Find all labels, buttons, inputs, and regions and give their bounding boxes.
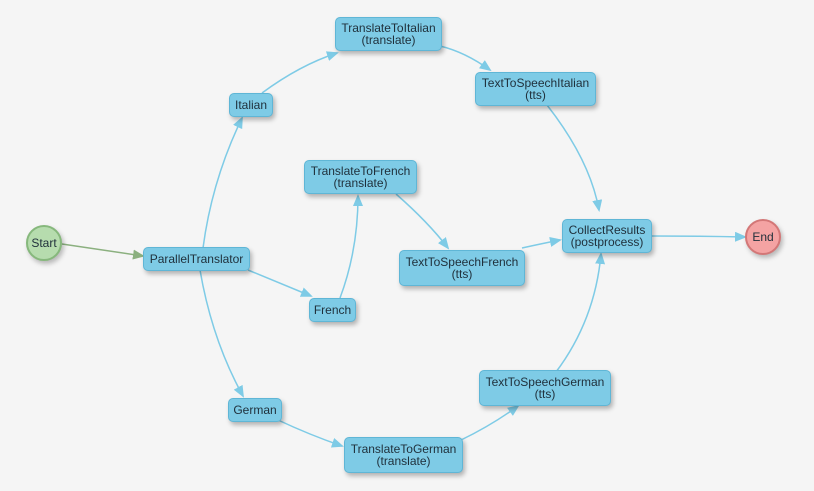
parallel-translator-node[interactable]: ParallelTranslator xyxy=(143,247,250,271)
tts-italian-sublabel: (tts) xyxy=(525,88,546,102)
edge-parallel-translator-to-french xyxy=(247,269,313,297)
translate-german-node[interactable]: TranslateToGerman (translate) xyxy=(344,437,463,473)
translate-italian-label: TranslateToItalian xyxy=(341,21,436,35)
italian-label: Italian xyxy=(234,98,268,112)
tts-italian-node[interactable]: TextToSpeechItalian (tts) xyxy=(475,72,596,106)
edge-tts-french-to-collect-results xyxy=(521,237,562,249)
translate-german-sublabel: (translate) xyxy=(376,454,431,468)
parallel-translator-label: ParallelTranslator xyxy=(149,252,244,266)
french-label: French xyxy=(313,303,352,317)
translate-french-node[interactable]: TranslateToFrench (translate) xyxy=(304,160,417,194)
edge-translate-german-to-tts-german xyxy=(460,404,520,441)
tts-french-sublabel: (tts) xyxy=(451,267,473,281)
tts-german-sublabel: (tts) xyxy=(534,387,556,401)
translate-italian-node[interactable]: TranslateToItalian (translate) xyxy=(335,17,442,51)
edge-start-to-parallel-translator xyxy=(61,243,145,260)
start-node-label: Start xyxy=(31,236,57,250)
tts-italian-label: TextToSpeechItalian xyxy=(481,76,590,90)
german-node[interactable]: German xyxy=(228,398,282,422)
tts-german-label: TextToSpeechGerman xyxy=(485,375,605,389)
edge-parallel-translator-to-italian xyxy=(202,116,243,249)
tts-german-node[interactable]: TextToSpeechGerman (tts) xyxy=(479,370,611,406)
edge-parallel-translator-to-german xyxy=(199,269,244,398)
end-node[interactable]: End xyxy=(745,219,781,255)
start-node[interactable]: Start xyxy=(26,225,62,261)
edge-italian-to-translate-italian xyxy=(261,51,339,94)
collect-results-label: CollectResults xyxy=(568,223,646,237)
french-node[interactable]: French xyxy=(309,298,356,322)
collect-results-sublabel: (postprocess) xyxy=(570,235,644,249)
edge-collect-results-to-end xyxy=(651,231,747,242)
edge-tts-german-to-collect-results xyxy=(555,252,606,373)
end-node-label: End xyxy=(752,230,774,244)
tts-french-label: TextToSpeechFrench xyxy=(405,255,519,269)
translate-french-sublabel: (translate) xyxy=(333,176,388,190)
german-label: German xyxy=(233,403,277,417)
edge-tts-italian-to-collect-results xyxy=(546,104,603,212)
translate-german-label: TranslateToGerman xyxy=(350,442,457,456)
edge-translate-french-to-tts-french xyxy=(395,193,450,250)
edge-french-to-translate-french xyxy=(339,194,363,299)
collect-results-node[interactable]: CollectResults (postprocess) xyxy=(562,219,652,253)
edge-german-to-translate-german xyxy=(277,419,344,448)
italian-node[interactable]: Italian xyxy=(229,93,273,117)
edge-translate-italian-to-tts-italian xyxy=(439,45,492,72)
tts-french-node[interactable]: TextToSpeechFrench (tts) xyxy=(399,250,525,286)
translate-french-label: TranslateToFrench xyxy=(310,164,411,178)
translate-italian-sublabel: (translate) xyxy=(361,33,416,47)
